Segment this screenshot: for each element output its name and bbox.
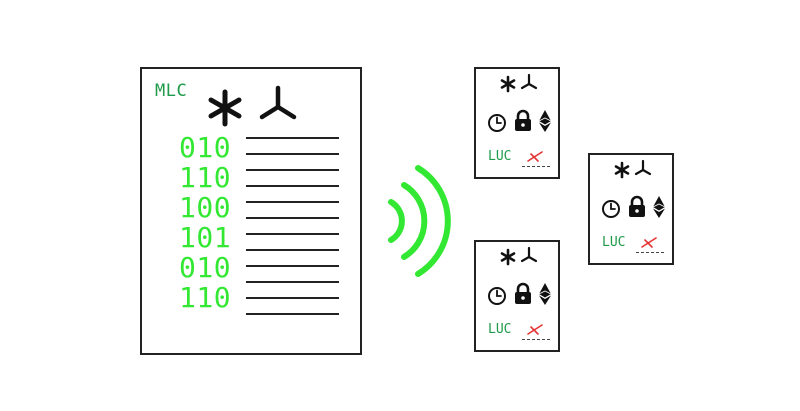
device-card: LUC [588, 153, 674, 265]
ethereum-icon [538, 110, 552, 132]
binary-row: 010 [179, 251, 232, 284]
card-label: LUC [602, 235, 626, 250]
binary-row: 100 [179, 191, 232, 224]
text-line [246, 249, 339, 251]
binary-rows: 010 110 100 101 010 110 [179, 133, 231, 313]
wireless-signal-icon [388, 165, 451, 277]
red-cross-mark-icon [527, 324, 543, 335]
ethereum-icon [652, 196, 666, 218]
text-line [246, 185, 339, 187]
document-label: MLC [155, 81, 188, 101]
text-line [246, 217, 339, 219]
lock-icon [629, 195, 645, 217]
card-label: LUC [488, 322, 512, 337]
binary-row: 110 [179, 161, 232, 194]
clock-icon [488, 114, 506, 132]
text-line [246, 313, 339, 315]
red-cross-mark-icon [527, 151, 543, 162]
clock-icon [488, 287, 506, 305]
main-document: MLC 010 110 100 101 010 110 [140, 67, 362, 355]
binary-row: 110 [179, 281, 232, 314]
red-cross-mark-icon [641, 237, 657, 248]
propeller-icon [520, 73, 538, 90]
text-line [246, 297, 339, 299]
binary-row: 101 [179, 221, 232, 254]
card-label: LUC [488, 149, 512, 164]
ethereum-icon [538, 283, 552, 305]
asterisk-icon [500, 75, 516, 93]
lock-icon [515, 282, 531, 304]
signature-line [522, 166, 550, 167]
propeller-icon [520, 246, 538, 263]
device-card: LUC [474, 67, 560, 179]
signature-line [522, 339, 550, 340]
lock-icon [515, 109, 531, 131]
propeller-icon [634, 159, 652, 176]
propeller-icon [259, 85, 297, 120]
text-line [246, 201, 339, 203]
device-card: LUC [474, 240, 560, 352]
asterisk-icon [500, 248, 516, 266]
text-line [246, 281, 339, 283]
text-line [246, 265, 339, 267]
asterisk-icon [614, 161, 630, 179]
asterisk-icon [208, 89, 242, 127]
text-line [246, 137, 339, 139]
signature-line [636, 252, 664, 253]
text-line [246, 233, 339, 235]
clock-icon [602, 200, 620, 218]
text-line [246, 153, 339, 155]
text-line [246, 169, 339, 171]
binary-row: 010 [179, 131, 232, 164]
